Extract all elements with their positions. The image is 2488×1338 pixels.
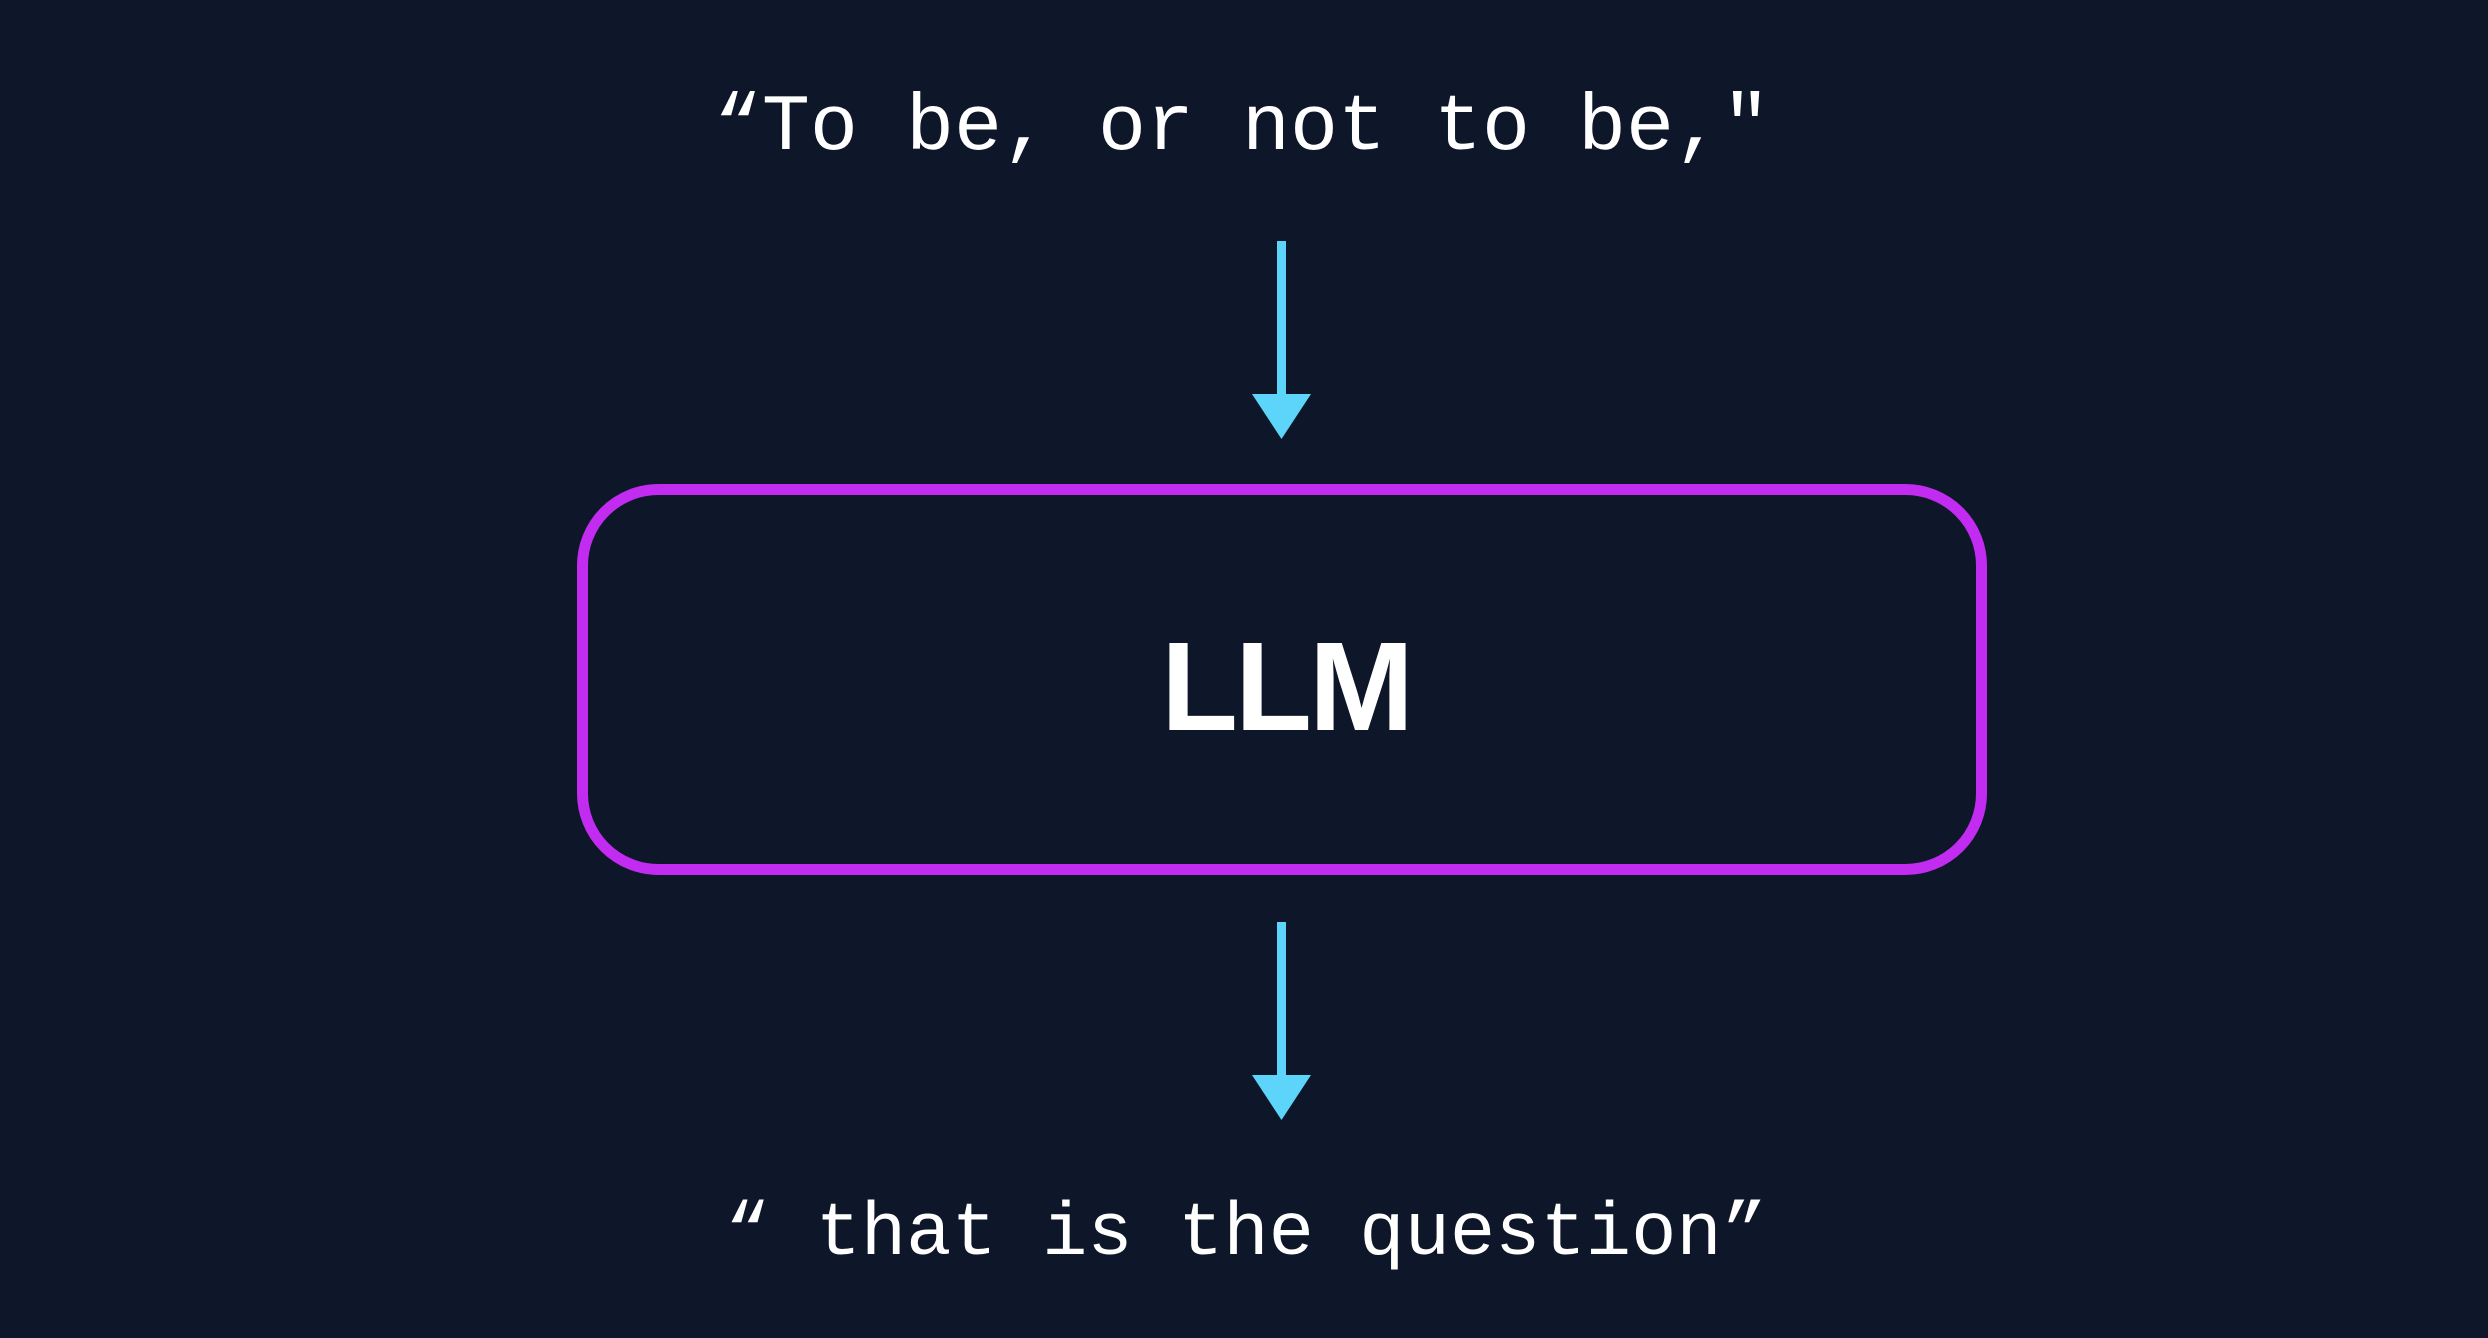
model-label: LLM — [1161, 615, 1414, 757]
arrow-down-icon — [1252, 241, 1311, 439]
arrow-down-icon — [1252, 922, 1311, 1120]
output-completion-text: “ that is the question” — [724, 1191, 1768, 1277]
llm-model-box: LLM — [577, 484, 1987, 875]
input-prompt-text: “To be, or not to be," — [713, 83, 1771, 174]
model-box-border — [577, 484, 1987, 875]
